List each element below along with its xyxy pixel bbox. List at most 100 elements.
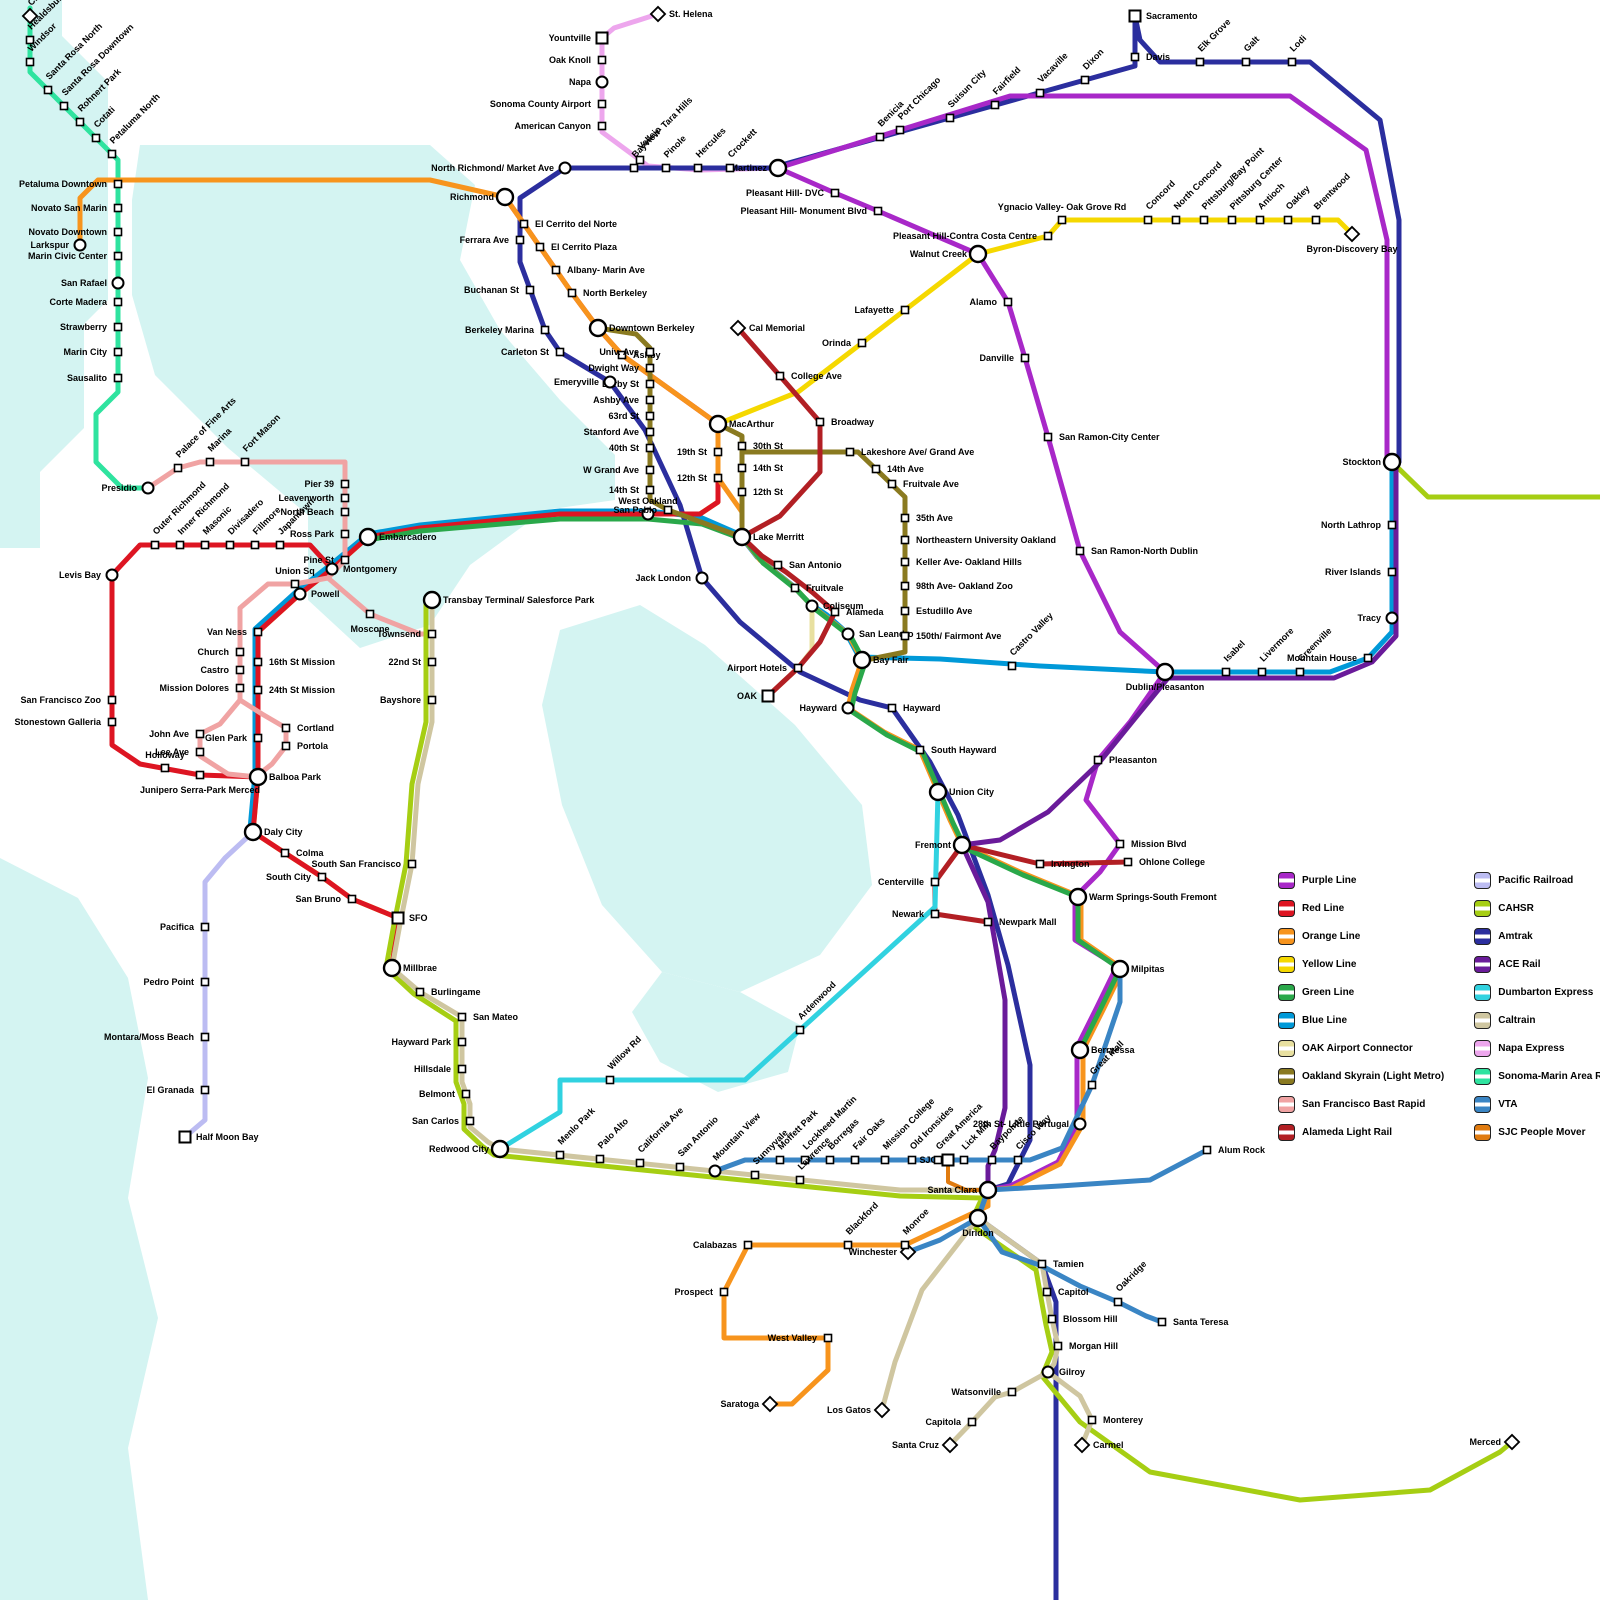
station-half-moon-bay: Half Moon Bay: [178, 1130, 259, 1144]
station-label: Lake Merritt: [753, 532, 804, 542]
station-marker: [1070, 1040, 1090, 1060]
legend-swatch: [1278, 956, 1295, 973]
station-label: Fruitvale: [806, 583, 844, 593]
station-tick: [895, 125, 905, 135]
station-palo-alto: Palo Alto: [595, 1116, 631, 1164]
station-marker: [558, 161, 572, 175]
station-tick: [519, 219, 529, 229]
station-label: Mountain House: [1287, 653, 1357, 663]
station-stockton: Stockton: [1342, 452, 1402, 472]
station-tick: [830, 607, 840, 617]
station-label: College Ave: [791, 371, 842, 381]
station-san-carlos: San Carlos: [412, 1116, 475, 1126]
station-greenville: Greenville: [1295, 626, 1334, 677]
station-newpark-mall: Newpark Mall: [983, 917, 1057, 927]
station-fremont: Fremont: [915, 835, 972, 855]
station-daly-city: Daly City: [243, 822, 303, 842]
station-south-city: South City: [266, 872, 327, 882]
station-tick: [75, 117, 85, 127]
station-redwood-city: Redwood City: [429, 1139, 510, 1159]
station-college-ave: College Ave: [775, 371, 842, 381]
station-centerville: Centerville: [878, 877, 940, 887]
station-24th-st-mission: 24th St Mission: [253, 685, 335, 695]
station-marker: [768, 158, 788, 178]
legend-item-cahsr: CAHSR: [1474, 900, 1600, 917]
station-tick: [795, 1025, 805, 1035]
legend-label: Dumbarton Express: [1498, 987, 1594, 998]
station-tick: [1093, 755, 1103, 765]
station-label: Alameda: [846, 607, 885, 617]
station-tick: [107, 695, 117, 705]
station-label: Richmond: [450, 192, 494, 202]
legend-swatch: [1278, 900, 1295, 917]
terminal-marker: [729, 319, 747, 337]
station-tick: [235, 647, 245, 657]
station-lake-merritt: Lake Merritt: [732, 527, 804, 547]
airport-marker: [1128, 9, 1142, 23]
station-marker: [732, 527, 752, 547]
station-tick: [1013, 1155, 1023, 1165]
station-marker: [141, 481, 155, 495]
station-label: Derby St: [602, 379, 639, 389]
station-label: Marin City: [63, 347, 107, 357]
station-label: Galt: [1242, 34, 1261, 53]
station-blackford: Blackford: [843, 1200, 880, 1250]
station-warm-springs-south-fremont: Warm Springs-South Fremont: [1068, 887, 1217, 907]
line-alameda: [735, 325, 838, 699]
station-label: Gilroy: [1059, 1367, 1085, 1377]
station-san-ramon-city-center: San Ramon-City Center: [1043, 432, 1160, 442]
station-tick: [693, 163, 703, 173]
station-label: Concord: [1144, 178, 1177, 211]
station-tick: [850, 1155, 860, 1165]
station-montara-moss-beach: Montara/Moss Beach: [104, 1032, 210, 1042]
station-marker: [111, 276, 125, 290]
station-tick: [880, 1155, 890, 1165]
station-label: Ohlone College: [1139, 857, 1205, 867]
station-tick: [645, 485, 655, 495]
station-tick: [1115, 839, 1125, 849]
station-label: North Richmond/ Market Ave: [431, 163, 554, 173]
station-marker: [382, 958, 402, 978]
station-label: Carleton St: [501, 347, 549, 357]
station-label: Albany- Marin Ave: [567, 265, 645, 275]
terminal-marker: [761, 1395, 779, 1413]
station-label: 16th St Mission: [269, 657, 335, 667]
station-tick: [195, 729, 205, 739]
legend-label: Oakland Skyrain (Light Metro): [1302, 1071, 1445, 1082]
station-label: Milpitas: [1131, 964, 1165, 974]
station-ohlone-college: Ohlone College: [1123, 857, 1205, 867]
station-tick: [1113, 1297, 1123, 1307]
station-newark: Newark: [892, 909, 940, 919]
station-emeryville: Emeryville: [554, 375, 617, 389]
station-tick: [200, 922, 210, 932]
station-alamo: Alamo: [969, 297, 1013, 307]
station-label: Monroe: [901, 1206, 931, 1236]
station-marker: [841, 701, 855, 715]
station-tick: [457, 1037, 467, 1047]
station-label: Irvington: [1051, 859, 1090, 869]
station-willow-rd: Willow Rd: [605, 1034, 643, 1085]
station-carleton-st: Carleton St: [501, 347, 565, 357]
station-tick: [719, 1287, 729, 1297]
station-tick: [407, 859, 417, 869]
station-american-canyon: American Canyon: [514, 121, 607, 131]
station-sacramento: Sacramento: [1128, 9, 1198, 23]
station-saratoga: Saratoga: [720, 1395, 779, 1413]
station-south-hayward: South Hayward: [915, 745, 997, 755]
station-oakridge: Oakridge: [1113, 1259, 1148, 1307]
station-sjc: SJC: [919, 1153, 955, 1167]
station-label: West Oakland: [618, 496, 677, 506]
station-tick: [635, 155, 645, 165]
station-tick: [1363, 653, 1373, 663]
station-label: Coliseum: [823, 601, 864, 611]
station-label: San Ramon-City Center: [1059, 432, 1160, 442]
station-label: Corte Madera: [49, 297, 108, 307]
legend-item-purple-line: Purple Line: [1278, 872, 1444, 889]
station-tick: [645, 427, 655, 437]
station-label: Novato San Marin: [31, 203, 107, 213]
station-tick: [1007, 661, 1017, 671]
line-dumbarton: [497, 789, 941, 1152]
station-label: San Antonio: [789, 560, 842, 570]
terminal-marker: [21, 7, 39, 25]
station-tick: [945, 113, 955, 123]
